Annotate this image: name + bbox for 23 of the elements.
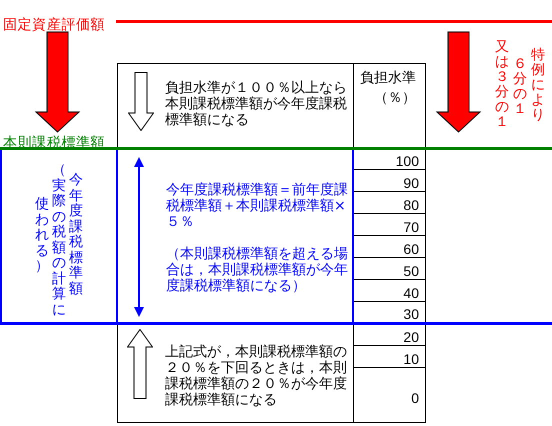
scale-value: 40 [403,286,419,300]
note-text: （本則課税標準額を超える場合は，本則課税標準額が今年度課税標準額になる） [166,246,349,294]
block-arrow [436,32,482,133]
scale-value: 70 [403,220,419,234]
formula-text: 今年度課税標準額＝前年度課税標準額＋本則課税標準額×５％ [166,182,349,230]
cell-text: 負担水準が１００％以上なら本則課税標準額が今年度課税標準額になる [165,80,348,128]
scale-value: 20 [403,330,419,344]
table-cell [117,325,354,423]
scale-value: 90 [403,176,419,190]
scale-value: 0 [411,391,419,405]
table-cell [118,150,354,325]
scale-value: 50 [403,264,419,278]
level-label: 固定資産評価額 [3,17,106,33]
scale-value: 10 [403,352,419,366]
table-cell [117,63,354,132]
cell-text: 上記式が，本則課税標準額の２０％を下回るときは，本則課税標準額の２０％が今年度課税標準額になる [165,344,348,408]
scale-value: 60 [403,242,419,256]
scale-value: 100 [396,154,419,168]
block-arrow [34,32,80,133]
column-header: 負担水準（％） [359,69,416,108]
scale-value: 30 [403,307,419,321]
scale-value: 80 [403,198,419,212]
table-cell [0,150,118,325]
